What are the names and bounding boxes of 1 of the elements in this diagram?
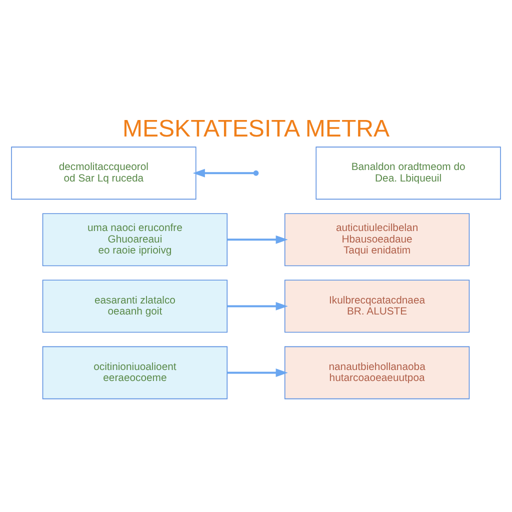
diagram-title: MESKTATESITA METRA <box>122 115 390 142</box>
